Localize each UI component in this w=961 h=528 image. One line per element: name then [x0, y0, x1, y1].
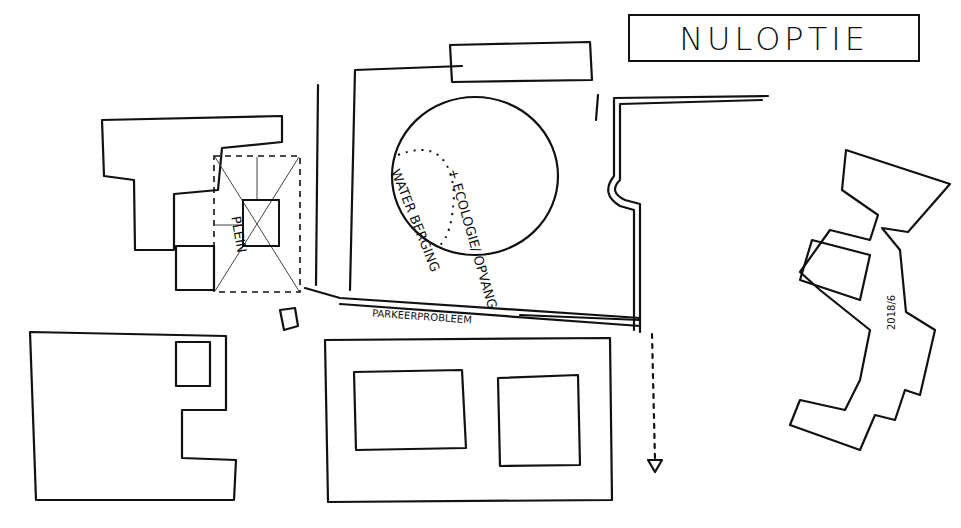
building-outline: [176, 342, 210, 386]
block-edge: [596, 95, 598, 120]
block-edge: [316, 85, 318, 285]
sight-lines: [215, 157, 299, 291]
arrow-head: [648, 460, 662, 472]
block-edge: [350, 66, 462, 290]
sketch-text: + ECOLOGIE/ OPVANG: [446, 167, 500, 311]
sketch-text: PARKEERPROBLEEM: [372, 308, 472, 326]
courtyard: [354, 370, 466, 450]
road-line: [520, 315, 640, 320]
building-outline: [800, 240, 870, 300]
small-object: [280, 308, 298, 330]
sketch-text: PLEIN: [228, 215, 249, 254]
sketch-text: WATER BERGING: [388, 167, 443, 274]
sketch-text: 2018/6: [886, 295, 897, 330]
road-line: [615, 100, 762, 332]
building-outline: [325, 338, 612, 502]
building-outline: [102, 116, 282, 250]
building-outline: [790, 150, 950, 450]
node-outline: [213, 155, 301, 293]
building-outline: [30, 332, 236, 500]
dashed-square: [214, 156, 300, 292]
sketch-text: NULOPTIE: [630, 20, 918, 58]
dashed-arrow: [652, 334, 655, 460]
title-box: NULOPTIE: [628, 14, 920, 62]
inner-object: [243, 200, 279, 246]
courtyard: [498, 375, 580, 466]
building-outline: [176, 246, 214, 290]
building-outline: [450, 42, 592, 82]
square-plan: PLEIN: [213, 155, 301, 293]
road-line: [608, 96, 768, 330]
water-circle: WATER BERGING+ ECOLOGIE/ OPVANG: [390, 95, 560, 257]
